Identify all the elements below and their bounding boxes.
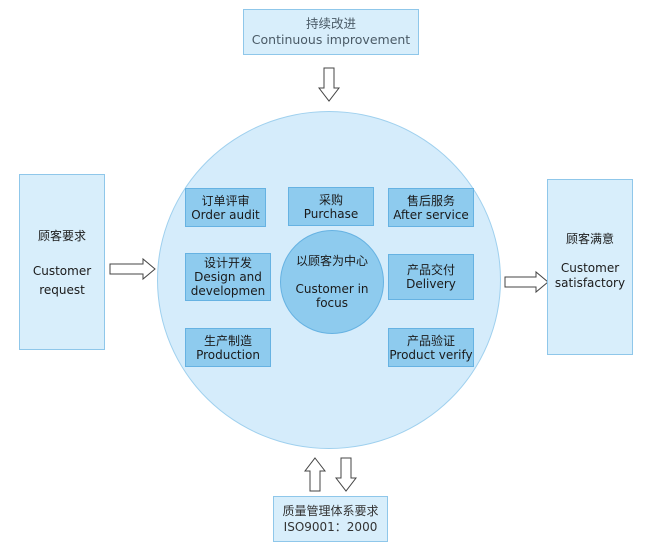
down-arrow-bottom-icon [334, 457, 358, 492]
right-arrow-right-icon [504, 270, 549, 294]
customer-satisfactory-en-2: satisfactory [554, 276, 626, 290]
customer-request-en-1: Customer [32, 264, 92, 278]
iso-requirement-box: 质量管理体系要求 ISO9001：2000 [273, 496, 388, 542]
customer-request-en-2: request [39, 283, 85, 297]
customer-satisfactory-box: 顾客满意 Customer satisfactory [547, 179, 633, 355]
purchase-zh: 采购 [318, 192, 343, 207]
continuous-improvement-en: Continuous improvement [251, 32, 411, 47]
after-service-box: 售后服务 After service [388, 188, 474, 227]
right-arrow-left-icon [109, 257, 156, 281]
down-arrow-top-icon [317, 67, 341, 102]
customer-focus-en-2: focus [315, 296, 349, 310]
order-audit-box: 订单评审 Order audit [185, 188, 266, 227]
design-development-zh: 设计开发 [203, 256, 252, 270]
customer-satisfactory-en-1: Customer [560, 261, 620, 275]
production-box: 生产制造 Production [185, 328, 271, 367]
production-zh: 生产制造 [203, 333, 252, 348]
delivery-en: Delivery [406, 277, 456, 291]
customer-focus-zh: 以顾客为中心 [295, 254, 368, 268]
iso-requirement-zh: 质量管理体系要求 [282, 504, 379, 518]
order-audit-en: Order audit [191, 207, 260, 222]
purchase-en: Purchase [303, 206, 359, 221]
design-development-en-2: developmen [190, 284, 266, 298]
product-verify-en: Product verify [389, 347, 473, 362]
after-service-zh: 售后服务 [406, 193, 455, 208]
delivery-zh: 产品交付 [406, 263, 455, 277]
purchase-box: 采购 Purchase [288, 187, 374, 226]
continuous-improvement-zh: 持续改进 [305, 16, 356, 31]
design-development-en-1: Design and [194, 270, 262, 284]
customer-request-box: 顾客要求 Customer request [19, 174, 105, 350]
up-arrow-bottom-icon [303, 457, 327, 492]
production-en: Production [196, 347, 260, 362]
continuous-improvement-box: 持续改进 Continuous improvement [243, 9, 419, 55]
customer-focus-en-1: Customer in [295, 282, 369, 296]
product-verify-box: 产品验证 Product verify [388, 328, 474, 367]
customer-satisfactory-zh: 顾客满意 [565, 232, 614, 246]
delivery-box: 产品交付 Delivery [388, 254, 474, 300]
order-audit-zh: 订单评审 [201, 193, 250, 208]
design-development-box: 设计开发 Design and developmen [185, 253, 271, 301]
product-verify-zh: 产品验证 [406, 333, 455, 348]
customer-request-zh: 顾客要求 [37, 229, 86, 243]
after-service-en: After service [393, 207, 469, 222]
iso-requirement-en: ISO9001：2000 [283, 520, 378, 534]
customer-focus-circle: 以顾客为中心 Customer in focus [280, 230, 384, 334]
